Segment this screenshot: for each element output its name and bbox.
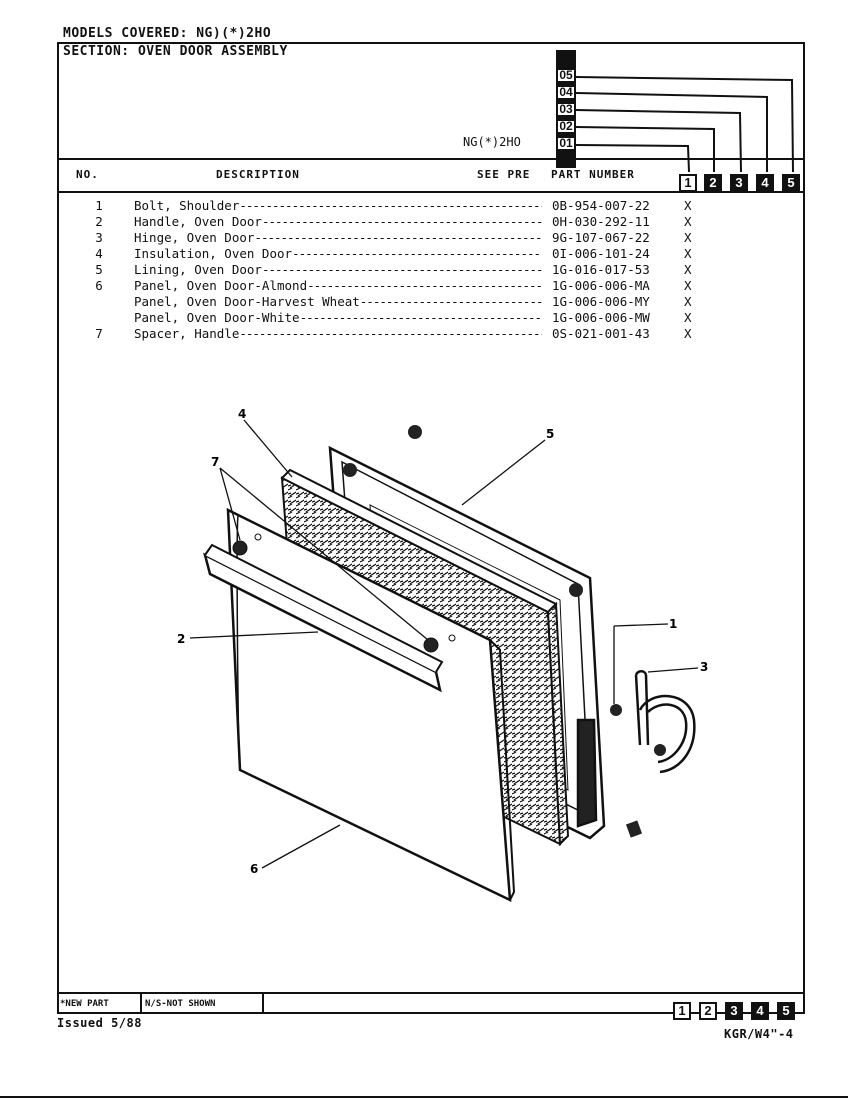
model-col-2: 2 [704, 174, 722, 192]
footer-model-col-2: 2 [699, 1002, 717, 1020]
oven-door-exploded-diagram: 4 5 7 2 1 3 6 [177, 407, 708, 903]
model-col-1: 1 [679, 174, 697, 192]
models-covered: MODELS COVERED: NG)(*)2HO [63, 26, 272, 41]
model-label: NG(*)2HO [463, 135, 521, 149]
model-code-03: 03 [556, 102, 576, 117]
part-number: 0I-006-101-24 [552, 246, 650, 261]
not-shown-legend: N/S-NOT SHOWN [142, 994, 264, 1014]
column-header-rule [57, 191, 805, 193]
part-desc: Panel, Oven Door-Almond-----------------… [134, 278, 542, 293]
part-number: 1G-006-006-MA [552, 278, 650, 293]
footer-rule [57, 992, 805, 994]
footer-model-col-4: 4 [751, 1002, 769, 1020]
model-col-5: 5 [782, 174, 800, 192]
model-connector-lines [575, 76, 794, 173]
part-desc: Insulation, Oven Door-------------------… [134, 246, 542, 261]
part-no: 1 [95, 198, 103, 213]
footer-model-col-3: 3 [725, 1002, 743, 1020]
callout-2: 2 [177, 632, 185, 646]
part-desc: Panel, Oven Door-Harvest Wheat----------… [134, 294, 542, 309]
column-description: DESCRIPTION [216, 168, 300, 181]
part-number: 1G-006-006-MY [552, 294, 650, 309]
part-number: 1G-016-017-53 [552, 262, 650, 277]
part-mark: X [684, 246, 692, 261]
part-mark: X [684, 262, 692, 277]
callout-1: 1 [669, 617, 677, 631]
part-number: 1G-006-006-MW [552, 310, 650, 325]
part-no: 3 [95, 230, 103, 245]
part-number: 9G-107-067-22 [552, 230, 650, 245]
model-code-01: 01 [556, 136, 576, 151]
model-col-3: 3 [730, 174, 748, 192]
new-part-legend: *NEW PART [57, 994, 142, 1014]
column-part-number: PART NUMBER [551, 168, 635, 181]
model-code-05: 05 [556, 68, 576, 83]
callout-3: 3 [700, 660, 708, 674]
part-no: 2 [95, 214, 103, 229]
part-desc: Hinge, Oven Door------------------------… [134, 230, 542, 245]
callout-4: 4 [238, 407, 246, 421]
header-rule [57, 158, 805, 160]
column-see-pre: SEE PRE [477, 168, 531, 181]
part-mark: X [684, 230, 692, 245]
part-number: 0B-954-007-22 [552, 198, 650, 213]
part-no: 7 [95, 326, 103, 341]
bottom-edge [0, 1096, 848, 1098]
callout-7: 7 [211, 455, 219, 469]
hinge-part [576, 670, 696, 828]
page-frame [57, 42, 805, 1014]
section-title: SECTION: OVEN DOOR ASSEMBLY [63, 44, 288, 59]
footer-model-col-1: 1 [673, 1002, 691, 1020]
part-mark: X [684, 326, 692, 341]
handle-part [203, 543, 444, 693]
part-mark: X [684, 310, 692, 325]
page-code: KGR/W4"-4 [724, 1027, 794, 1041]
part-no: 5 [95, 262, 103, 277]
part-desc: Spacer, Handle--------------------------… [134, 326, 542, 341]
part-no: 6 [95, 278, 103, 293]
part-mark: X [684, 198, 692, 213]
footer-model-col-5: 5 [777, 1002, 795, 1020]
part-no: 4 [95, 246, 103, 261]
column-no: NO. [76, 168, 99, 181]
callout-5: 5 [546, 427, 554, 441]
part-desc: Bolt, Shoulder--------------------------… [134, 198, 542, 213]
model-code-04: 04 [556, 85, 576, 100]
model-code-02: 02 [556, 119, 576, 134]
model-col-4: 4 [756, 174, 774, 192]
part-mark: X [684, 294, 692, 309]
callout-6: 6 [250, 862, 258, 876]
part-mark: X [684, 214, 692, 229]
part-number: 0S-021-001-43 [552, 326, 650, 341]
part-desc: Handle, Oven Door-----------------------… [134, 214, 542, 229]
part-desc: Lining, Oven Door-----------------------… [134, 262, 542, 277]
part-desc: Panel, Oven Door-White------------------… [134, 310, 542, 325]
part-mark: X [684, 278, 692, 293]
issued-date: Issued 5/88 [57, 1016, 142, 1030]
part-number: 0H-030-292-11 [552, 214, 650, 229]
